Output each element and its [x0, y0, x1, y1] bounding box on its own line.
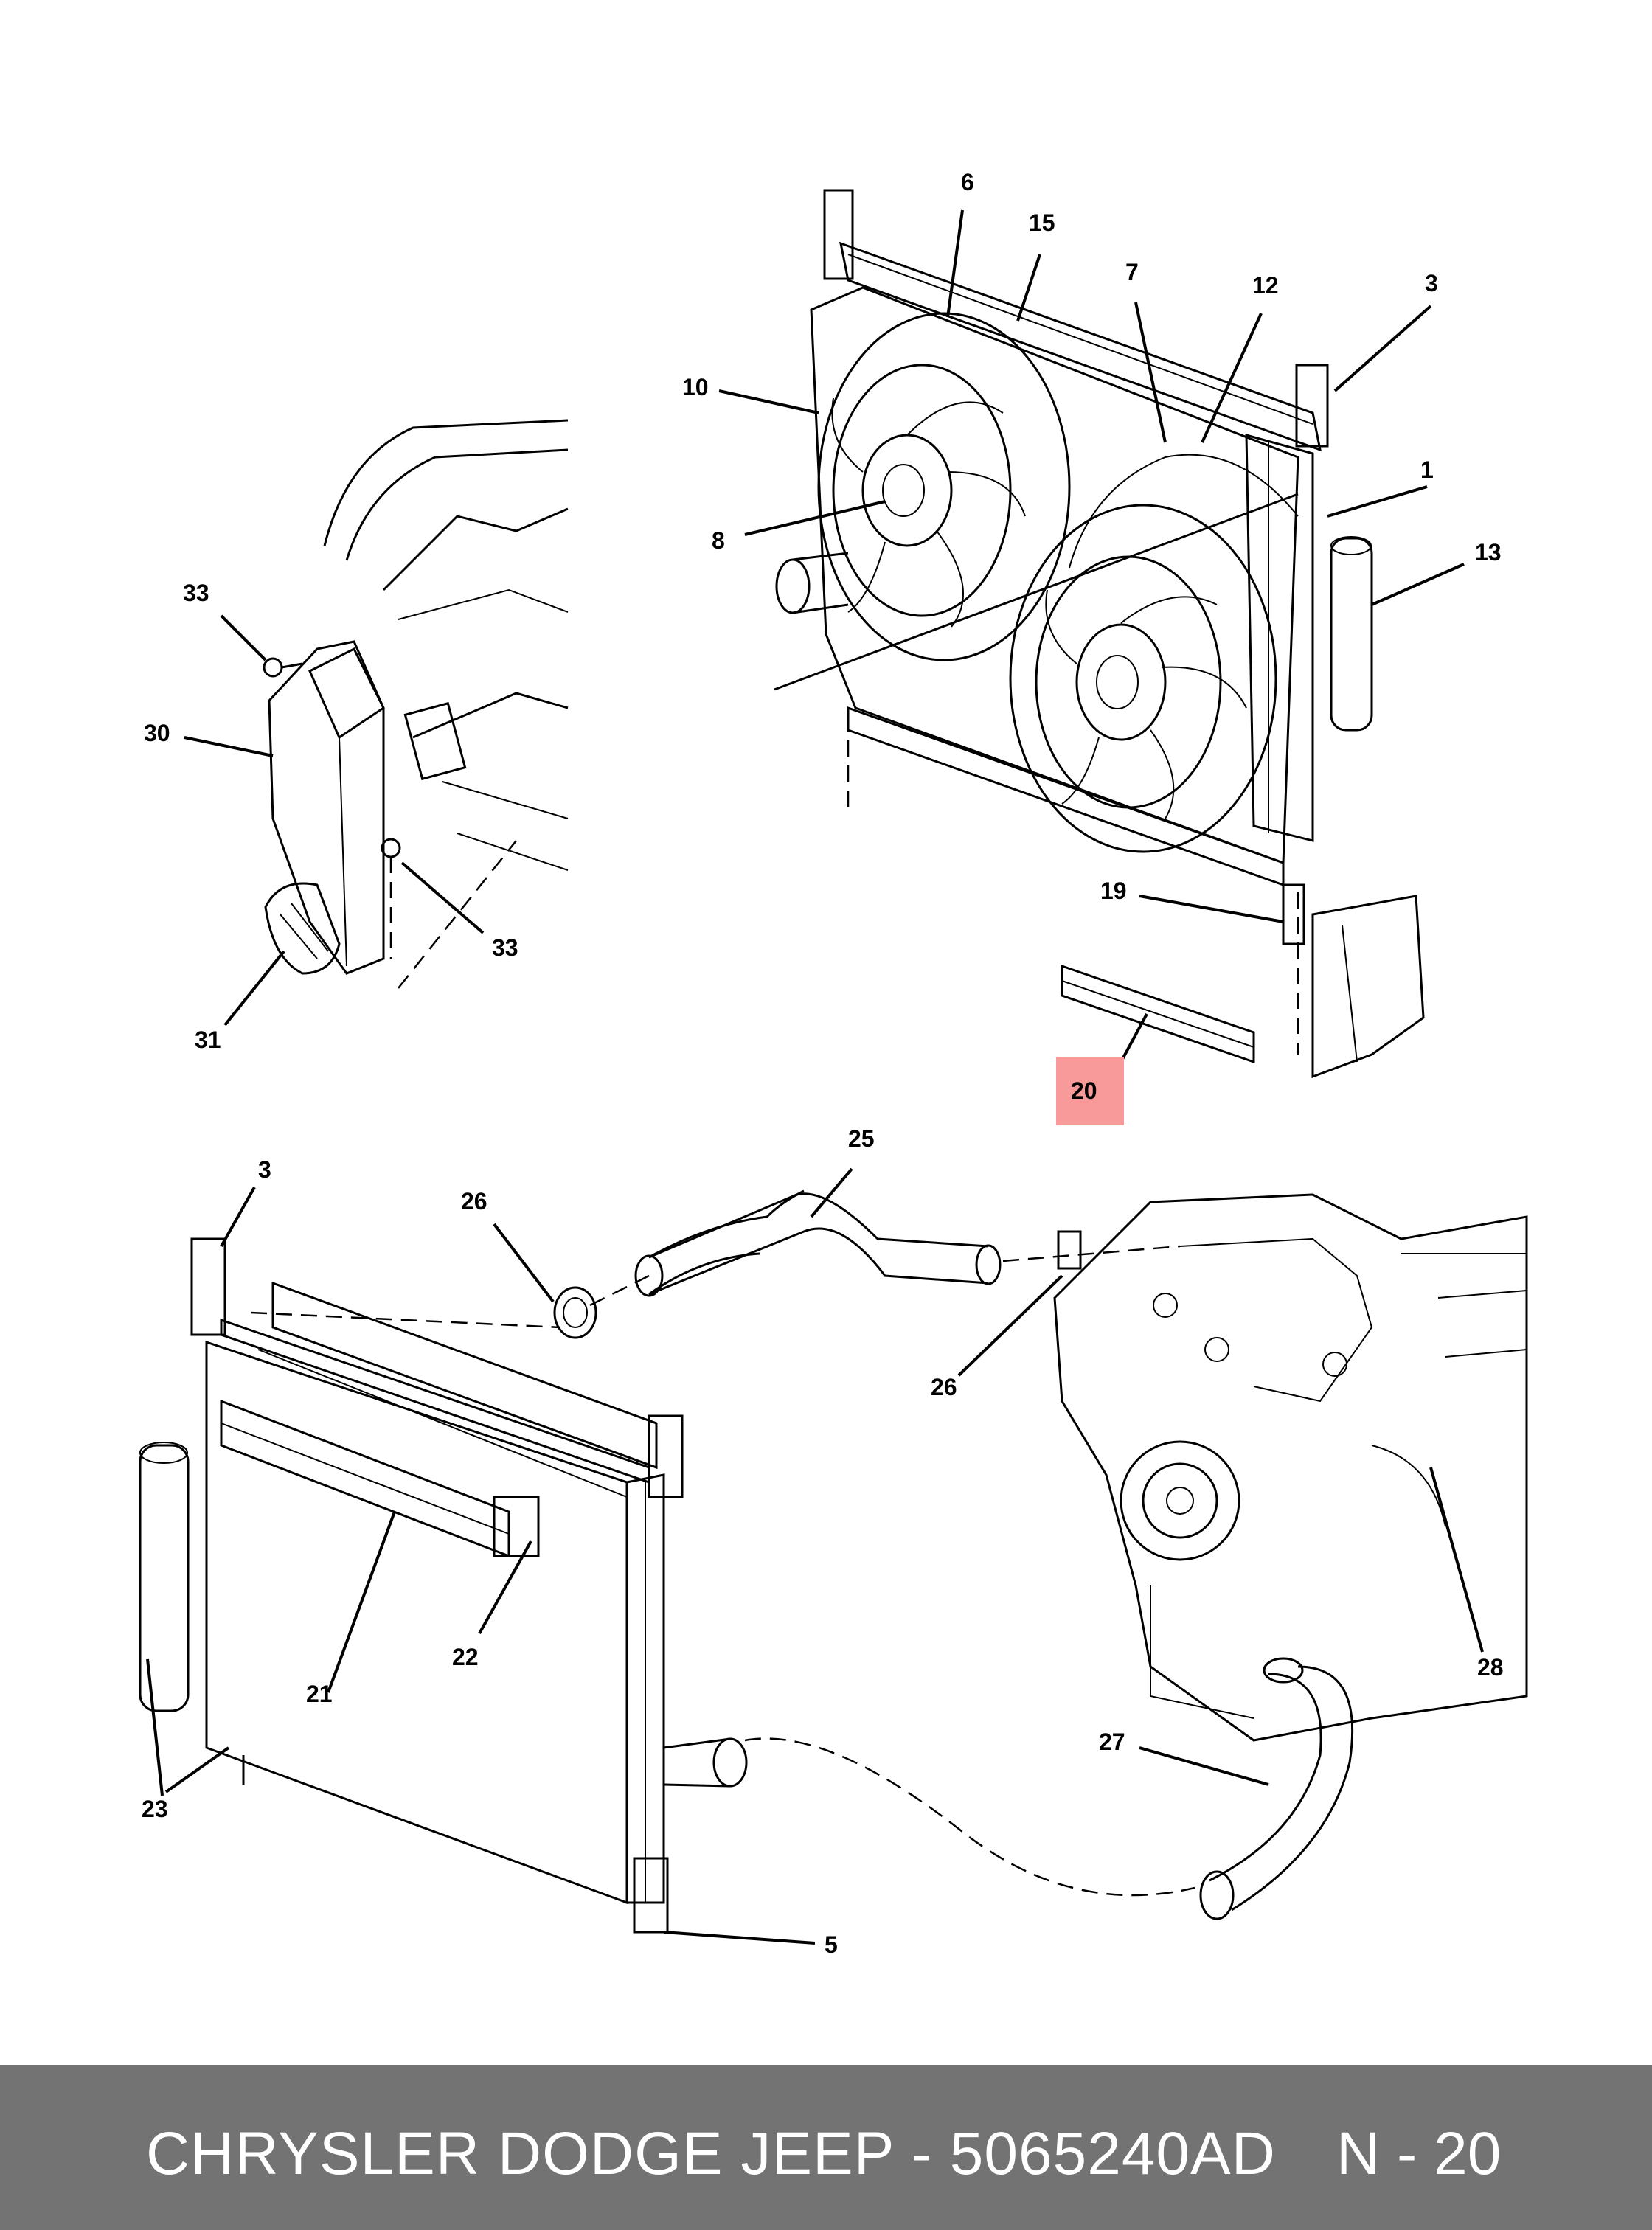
callout-6: 6: [961, 169, 974, 195]
callout-5: 5: [825, 1931, 838, 1958]
highlight-box: [1056, 1057, 1124, 1125]
callout-22: 22: [452, 1644, 479, 1670]
callout-33-top: 33: [183, 580, 209, 606]
callout-20: 20: [1071, 1077, 1097, 1104]
diagram-page-code: N - 20: [1336, 2120, 1502, 2187]
callout-10: 10: [682, 374, 709, 400]
callout-30: 30: [144, 720, 170, 746]
callout-26-right: 26: [931, 1374, 957, 1400]
callout-28: 28: [1477, 1654, 1504, 1681]
callout-15: 15: [1029, 209, 1055, 236]
callout-8: 8: [712, 527, 725, 554]
callout-labels: 6 15 7 12 3 10 1 13 8 19 20 33 30 33 31 …: [142, 169, 1504, 1958]
callout-31: 31: [195, 1027, 221, 1053]
engine-drawing: [744, 1193, 1528, 1920]
callout-33-bottom: 33: [492, 934, 518, 961]
callout-3-top: 3: [1425, 270, 1438, 296]
callout-7: 7: [1125, 259, 1139, 285]
callout-13: 13: [1475, 539, 1502, 566]
callout-23: 23: [142, 1796, 168, 1822]
callout-1: 1: [1420, 456, 1434, 483]
leader-lines: [146, 209, 1484, 1945]
upper-hose-drawing: [250, 1189, 1181, 1339]
air-duct-drawing: [263, 419, 569, 989]
callout-26-left: 26: [461, 1188, 487, 1215]
callout-25: 25: [848, 1125, 875, 1152]
part-number-title: CHRYSLER DODGE JEEP - 5065240AD: [146, 2120, 1276, 2187]
radiator-drawing: [139, 1237, 748, 1934]
callout-21: 21: [306, 1681, 333, 1707]
parts-diagram: 6 15 7 12 3 10 1 13 8 19 20 33 30 33 31 …: [139, 169, 1528, 1958]
callout-12: 12: [1252, 272, 1279, 299]
callout-19: 19: [1100, 878, 1127, 904]
fan-module-drawing: [774, 189, 1425, 1079]
callout-3-bottom: 3: [258, 1156, 271, 1183]
part-number-footer: CHRYSLER DODGE JEEP - 5065240AD N - 20: [0, 2065, 1652, 2230]
callout-27: 27: [1099, 1729, 1125, 1755]
